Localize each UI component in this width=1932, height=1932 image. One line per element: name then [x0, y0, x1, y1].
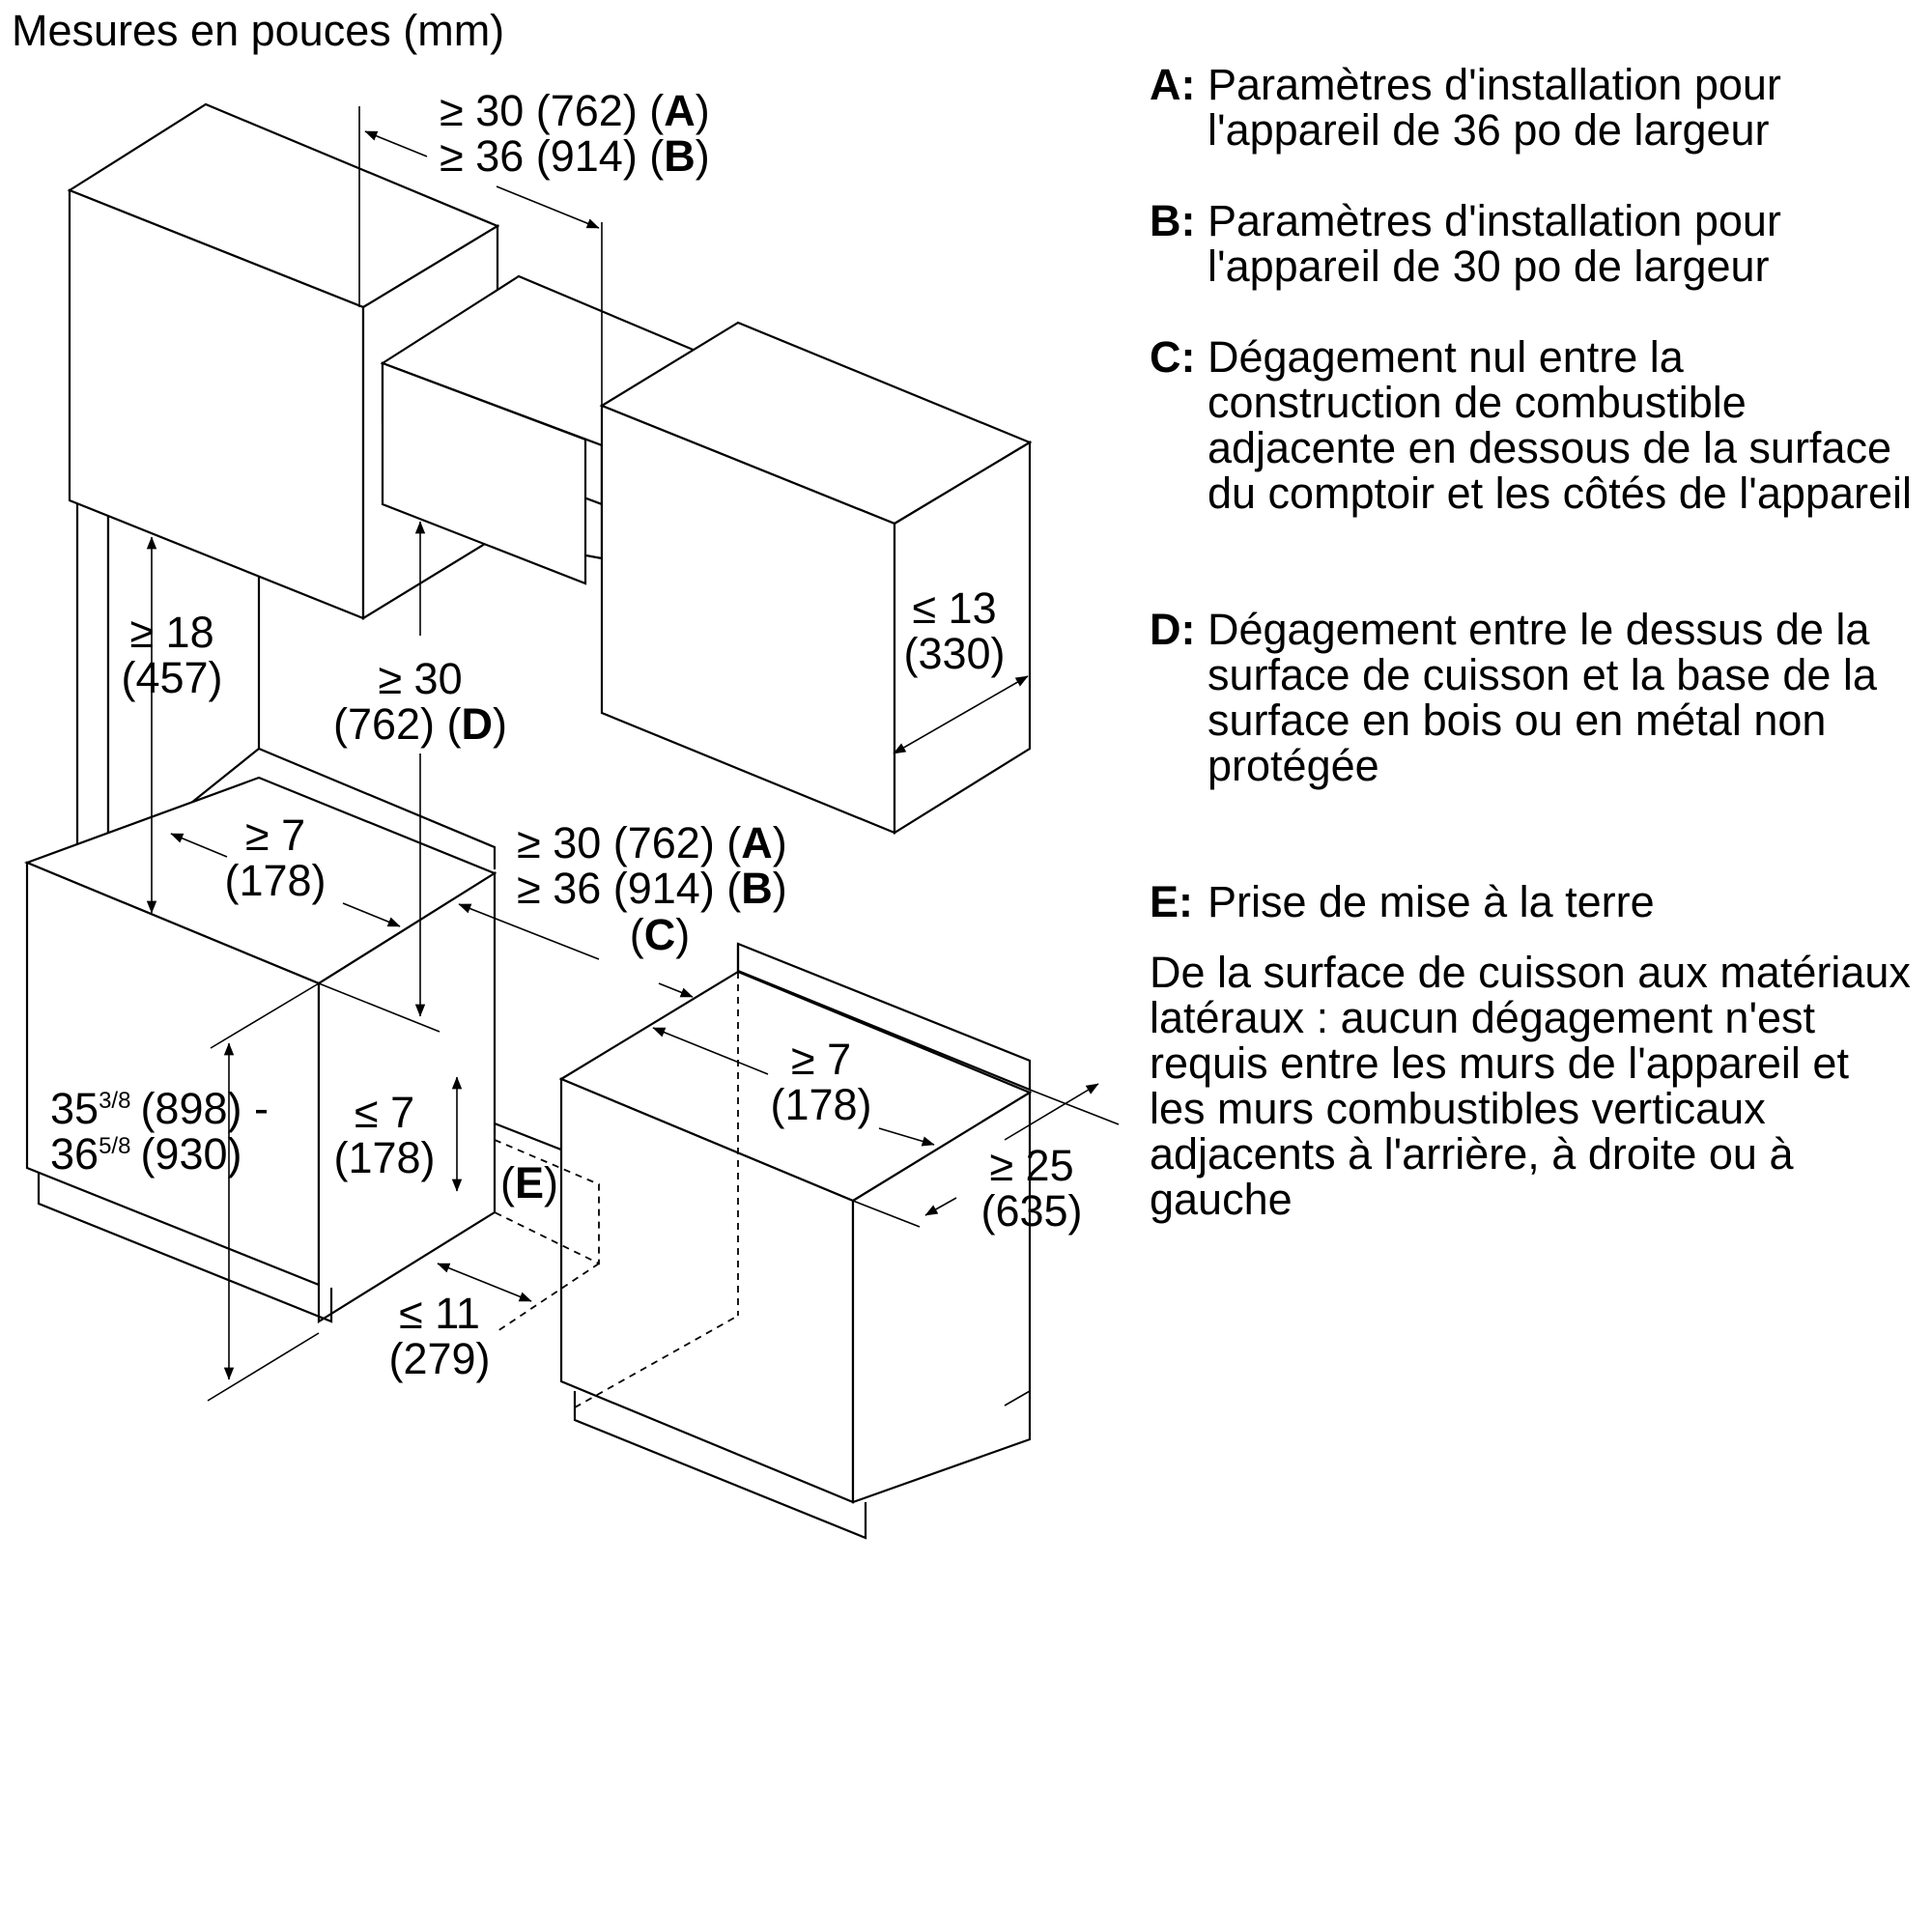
outlet-width-mm: (279)	[388, 1334, 490, 1383]
legend-item-b: B: Paramètres d'installation pour l'appa…	[1150, 198, 1913, 289]
hood-clearance-label: ≥ 30	[378, 654, 462, 703]
left-side-clearance-label: ≥ 7	[245, 810, 305, 860]
counter-height-label-2: 365/8(930)	[50, 1129, 242, 1179]
left-base-cabinet	[23, 776, 497, 1323]
legend-item-c: C: Dégagement nul entre la construction …	[1150, 334, 1913, 516]
dimension-arrows	[146, 130, 1099, 1380]
counter-height-label-1: 353/8(898) -	[50, 1084, 269, 1133]
cutout-width-label-b: ≥ 36 (914) (B)	[517, 864, 787, 913]
zero-clearance-label: (C)	[630, 910, 691, 959]
outlet-height-label: ≤ 7	[355, 1088, 414, 1137]
units-caption: Mesures en pouces (mm)	[12, 6, 504, 55]
cabinet-depth-label: ≤ 13	[912, 583, 996, 633]
cutout-width-label-a: ≥ 30 (762) (A)	[517, 818, 787, 867]
right-base-cabinet	[494, 970, 1033, 1540]
wall-cabinet-clearance-label: ≥ 18	[129, 608, 213, 657]
legend-text: Dégagement entre le dessus de la surface…	[1208, 605, 1877, 790]
counter-depth-mm: (635)	[980, 1186, 1082, 1236]
legend-key: E:	[1150, 877, 1193, 926]
extension-lines	[207, 106, 1120, 1406]
legend-key: B:	[1150, 196, 1196, 245]
left-wall-column	[75, 496, 261, 872]
outlet-key-label: (E)	[500, 1158, 558, 1208]
legend-key: A:	[1150, 60, 1196, 109]
legend-text: Paramètres d'installation pour l'apparei…	[1208, 60, 1781, 155]
upper-width-label-b: ≥ 36 (914) (B)	[440, 131, 710, 181]
upper-width-label-a: ≥ 30 (762) (A)	[440, 86, 710, 135]
outlet-width-label: ≤ 11	[399, 1289, 480, 1338]
legend-text: Paramètres d'installation pour l'apparei…	[1208, 196, 1781, 291]
counter-depth-label: ≥ 25	[989, 1141, 1073, 1190]
legend-text: Prise de mise à la terre	[1208, 877, 1655, 926]
installation-clearance-diagram: Mesures en pouces (mm)	[12, 6, 1120, 1540]
legend-item-d: D: Dégagement entre le dessus de la surf…	[1150, 607, 1913, 788]
upper-right-cabinet	[599, 321, 1033, 835]
side-clearance-note: De la surface de cuisson aux matériaux l…	[1150, 948, 1911, 1224]
legend: A: Paramètres d'installation pour l'appa…	[1150, 62, 1913, 1222]
cabinet-depth-mm: (330)	[903, 629, 1005, 678]
legend-text: Dégagement nul entre la construction de …	[1208, 332, 1912, 518]
legend-key: C:	[1150, 332, 1196, 382]
legend-item-e: E: Prise de mise à la terre	[1150, 879, 1913, 924]
legend-key: D:	[1150, 605, 1196, 654]
left-side-clearance-mm: (178)	[224, 856, 326, 905]
legend-item-a: A: Paramètres d'installation pour l'appa…	[1150, 62, 1913, 153]
outlet-height-mm: (178)	[333, 1133, 435, 1182]
hood-clearance-mm: (762) (D)	[333, 699, 507, 749]
right-side-clearance-mm: (178)	[770, 1080, 871, 1129]
right-side-clearance-label: ≥ 7	[791, 1035, 851, 1084]
wall-cabinet-clearance-mm: (457)	[121, 653, 222, 702]
